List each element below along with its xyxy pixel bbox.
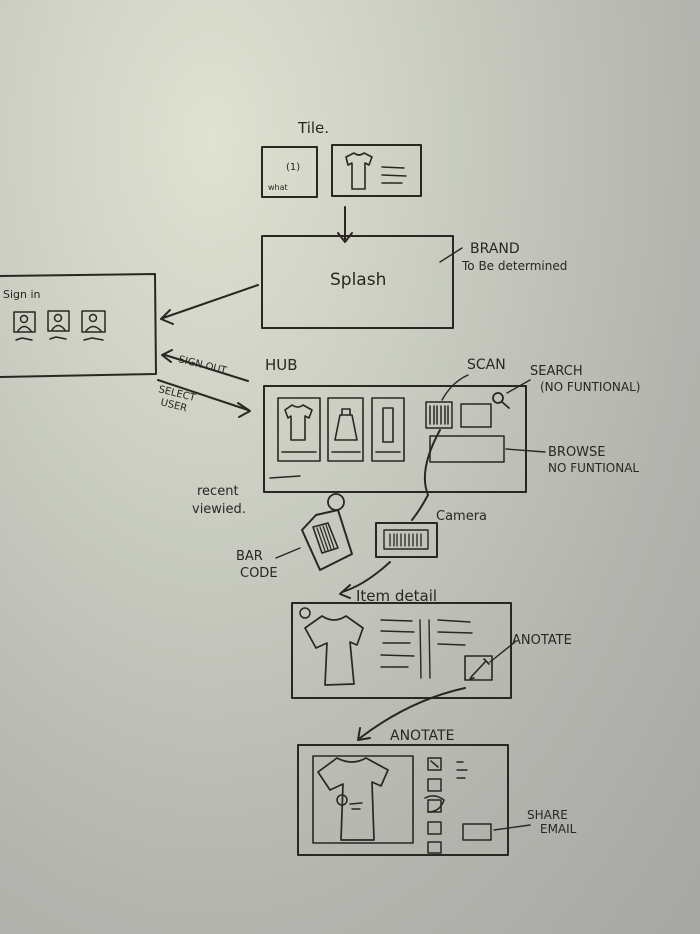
sign-in-screen-box: Sign in xyxy=(0,273,157,378)
annotation-tool-palette xyxy=(424,757,445,854)
annotation-marker-icon xyxy=(336,794,348,806)
scan-pointer xyxy=(441,374,469,401)
tile-wide-box xyxy=(331,144,422,197)
recent-viewed-label: viewied. xyxy=(192,502,246,517)
camera-screen-box xyxy=(375,522,438,558)
splash-screen-box: Splash xyxy=(261,235,454,329)
recent-item-card xyxy=(277,397,321,462)
scan-label: SCAN xyxy=(467,357,506,373)
tshirt-icon xyxy=(304,615,364,686)
anotate-detail-label: ANOTATE xyxy=(512,633,572,648)
anotate-pointer xyxy=(489,641,516,663)
item-detail-label: Item detail xyxy=(356,587,437,605)
brand-label: BRAND xyxy=(470,241,520,257)
user-avatar-icon xyxy=(47,310,70,340)
arrow-select-user xyxy=(157,379,251,418)
code-label: CODE xyxy=(240,566,278,581)
browse-pointer xyxy=(505,448,546,453)
browse-label: BROWSE xyxy=(548,445,606,460)
item-detail-screen-box xyxy=(291,602,512,699)
share-pointer xyxy=(493,824,531,831)
bar-label: BAR xyxy=(236,549,263,564)
tile-label: Tile. xyxy=(297,119,329,137)
recent-label: recent xyxy=(197,484,239,499)
tshirt-icon xyxy=(317,757,389,841)
tshirt-icon xyxy=(345,152,373,190)
brand-pointer xyxy=(439,247,463,263)
brand-tbd-label: To Be determined xyxy=(461,259,567,273)
browse-widget xyxy=(429,435,505,463)
user-avatar-icon xyxy=(13,311,36,341)
barcode-tag-icon xyxy=(301,493,353,571)
search-note-label: (NO FUNTIONAL) xyxy=(540,380,640,394)
back-icon xyxy=(299,607,311,619)
tile-small-box: (1) what xyxy=(261,146,318,198)
barcode-pointer xyxy=(275,547,301,559)
search-label: SEARCH xyxy=(530,364,583,379)
tile-small-number: (1) xyxy=(286,162,300,173)
sign-out-label: SIGN OUT xyxy=(177,354,228,377)
arrow-camera-to-detail xyxy=(339,561,391,599)
browse-note-label: NO FUNTIONAL xyxy=(548,461,639,475)
share-label: SHARE xyxy=(527,808,568,822)
anotate-title-label: ANOTATE xyxy=(390,728,454,744)
recent-pointer xyxy=(269,475,301,479)
recent-item-card xyxy=(327,397,364,462)
annotate-button xyxy=(464,655,493,681)
arrow-splash-to-signin xyxy=(160,284,259,325)
search-pointer xyxy=(506,379,531,394)
arrow-sign-out xyxy=(161,349,249,382)
hub-screen-box xyxy=(263,385,527,493)
search-icon xyxy=(492,392,510,409)
hub-label: HUB xyxy=(265,356,298,374)
annotate-screen-box xyxy=(297,744,509,856)
user-avatar-icon xyxy=(81,310,106,341)
search-widget xyxy=(460,403,492,428)
email-label: EMAIL xyxy=(540,822,577,836)
arrow-detail-to-annotate xyxy=(357,687,466,741)
barcode-icon xyxy=(389,533,422,547)
scan-barcode-widget xyxy=(425,401,453,429)
camera-label: Camera xyxy=(436,509,487,524)
sign-in-label: Sign in xyxy=(3,288,41,301)
share-email-button xyxy=(462,823,492,841)
recent-item-card xyxy=(371,397,405,462)
splash-label: Splash xyxy=(330,270,386,290)
tile-small-sub: what xyxy=(268,183,288,192)
arrow-scan-to-camera xyxy=(411,429,441,521)
